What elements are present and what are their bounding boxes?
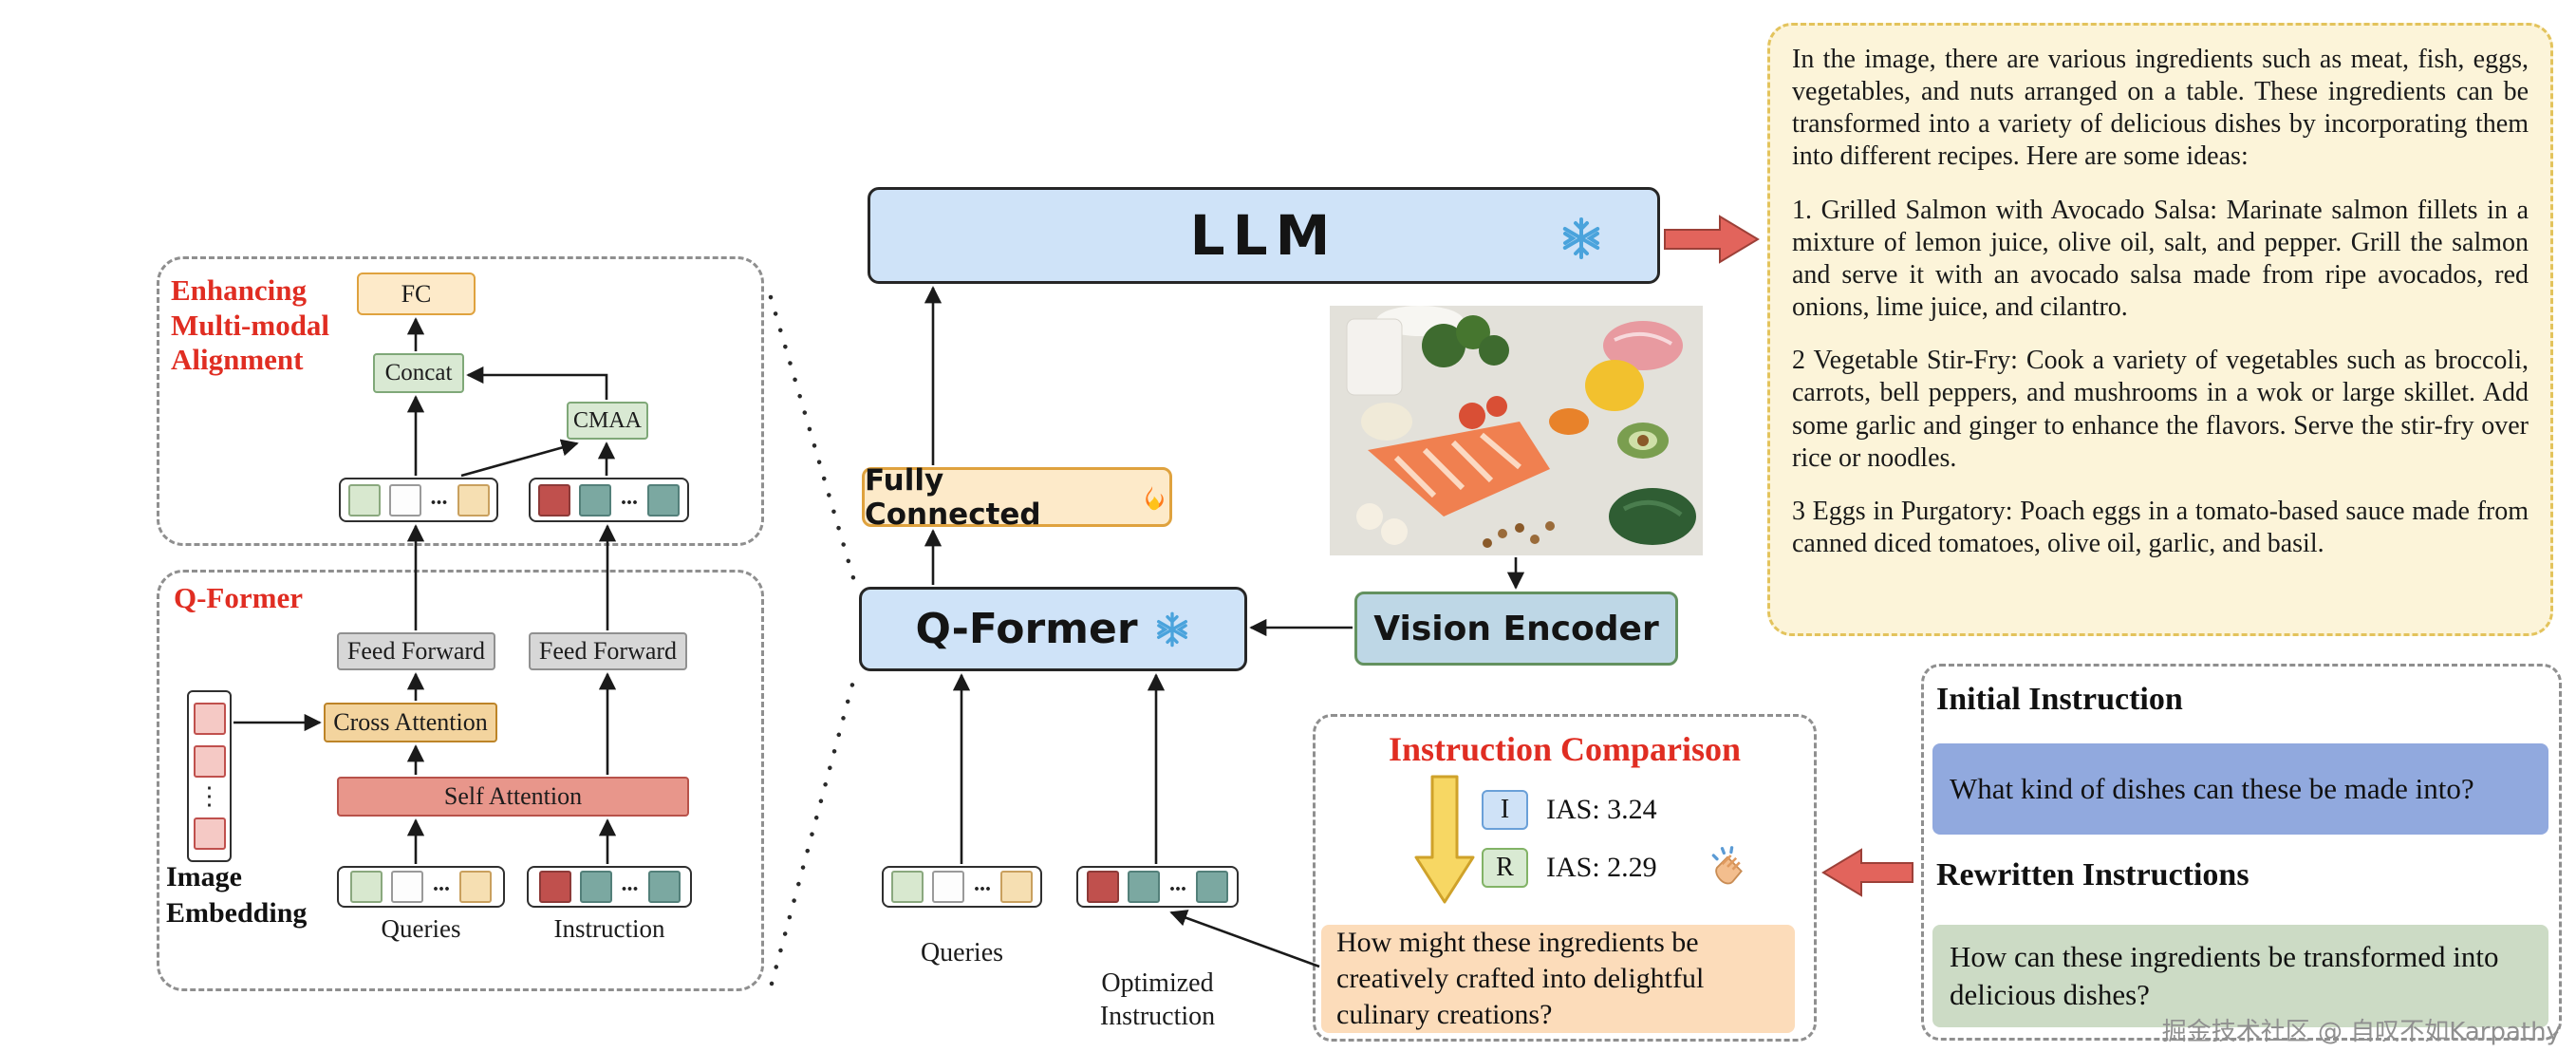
white-token [932,871,964,903]
image-embedding-tokens: ⋮ [187,690,232,862]
tan-token [459,871,492,903]
ingredients-photo [1330,306,1703,555]
teal-token [1128,871,1160,903]
instruction-token-row: ... [529,478,689,522]
green-token [347,483,381,517]
teal-token [647,483,680,517]
llm-output-paragraph: 2 Vegetable Stir-Fry: Cook a variety of … [1792,346,2529,473]
llm-node: LLM [868,187,1660,284]
white-token [391,871,423,903]
queries-label: Queries [920,938,1004,967]
green-token [350,871,383,903]
fully-connected-label: Fully Connected [865,462,1041,532]
queries-label: Queries [381,914,461,943]
fc-node: FC [357,272,476,315]
rewritten-instructions-heading: Rewritten Instructions [1936,857,2249,892]
ellipsis: ... [430,484,448,510]
ellipsis: ... [1169,872,1186,896]
cmaa-node: CMAA [567,402,648,440]
watermark: 掘金技术社区 @ 自叹不如Karpathy [2161,1018,2561,1046]
qformer-node: Q-Former [859,587,1247,671]
feed-forward-right-node: Feed Forward [529,632,687,670]
initial-instruction-heading: Initial Instruction [1936,682,2183,717]
pink-token [193,702,226,735]
teal-token [1196,871,1228,903]
snowflake-icon [1562,217,1600,259]
llm-output-paragraph: 3 Eggs in Purgatory: Poach eggs in a tom… [1792,496,2529,559]
vertical-ellipsis: ⋮ [196,782,222,811]
tan-token [1000,871,1033,903]
vision-encoder-node: Vision Encoder [1354,592,1678,666]
teal-token [579,483,611,517]
green-token [891,871,924,903]
qformer-label: Q-Former [915,605,1138,653]
ellipsis: ... [621,484,638,510]
queries-token-row: ... [339,478,498,522]
ellipsis: ... [974,872,991,896]
image-embedding-label: Image Embedding [166,861,308,929]
initial-tag-box: I [1482,790,1528,830]
self-attention-node: Self Attention [337,777,689,817]
enhancing-panel-title: Enhancing Multi-modal Alignment [171,273,330,377]
ellipsis: ... [433,872,450,896]
pink-token [193,817,226,851]
llm-output-text: In the image, there are various ingredie… [1792,44,2529,619]
llm-output-paragraph: In the image, there are various ingredie… [1792,45,2529,172]
enhancing-alignment-panel [157,256,764,546]
red-token [538,483,570,517]
tan-token [457,483,490,517]
optimized-instruction-box: How might these ingredients be creativel… [1321,925,1795,1033]
qformer-detail-panel [157,570,764,991]
flame-icon [1146,485,1165,510]
white-token [388,483,421,517]
ellipsis: ... [621,872,639,896]
rewritten-ias-score: IAS: 2.29 [1546,852,1657,883]
queries-token-row: ... [882,866,1042,908]
llm-output-paragraph: 1. Grilled Salmon with Avocado Salsa: Ma… [1792,195,2529,323]
pink-token [193,744,226,778]
llm-to-output-arrow [1664,215,1760,264]
optimized-instruction-label: Optimized Instruction [1099,968,1216,1031]
qformer-panel-title: Q-Former [174,581,303,614]
cross-attention-node: Cross Attention [324,703,497,742]
zoom-guide-top [768,294,857,584]
rewritten-instruction-box: How can these ingredients be transformed… [1932,925,2548,1027]
red-token [538,871,571,903]
red-token [1087,871,1119,903]
initial-ias-score: IAS: 3.24 [1546,794,1657,825]
comparison-title: Instruction Comparison [1388,730,1742,768]
vision-encoder-label: Vision Encoder [1373,609,1659,648]
feed-forward-left-node: Feed Forward [337,632,495,670]
snowflake-icon [1156,611,1187,647]
llm-output-panel [1767,23,2553,636]
teal-token [647,871,681,903]
instruction-to-comparison-arrow [1821,848,1913,897]
llm-label: LLM [1189,203,1338,268]
instruction-label: Instruction [553,914,665,943]
rewritten-tag-box: R [1482,848,1528,888]
zoom-guide-bottom [769,671,858,986]
optimized-instruction-token-row: ... [1076,866,1239,908]
initial-instruction-box: What kind of dishes can these be made in… [1932,743,2548,835]
instruction-token-row: ... [527,866,692,908]
concat-node: Concat [373,353,464,393]
queries-token-row: ... [337,866,505,908]
fully-connected-node: Fully Connected [862,463,1172,532]
teal-token [579,871,612,903]
clap-icon [1711,846,1743,885]
